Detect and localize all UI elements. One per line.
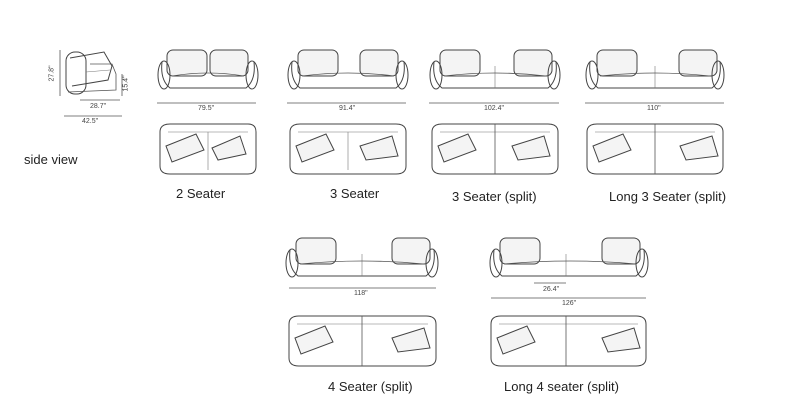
two-seater-front-view: [157, 49, 259, 104]
two-seater-top-view: [159, 123, 257, 175]
long-four-seater-split-width-dimension: 126": [562, 300, 577, 307]
side-seat-depth-dimension: 28.7": [90, 103, 107, 110]
three-seater-top-view: [289, 123, 407, 175]
three-seater-label: 3 Seater: [330, 186, 380, 201]
long-four-seater-split-label: Long 4 seater (split): [504, 379, 619, 394]
three-seater-split-label: 3 Seater (split): [452, 189, 537, 204]
three-seater-split-top-view: [431, 123, 559, 175]
long-three-seater-split-front-view: [585, 49, 725, 104]
side-view-label: side view: [24, 152, 78, 167]
side-seat-height-dimension: 15.4": [122, 75, 130, 92]
side-view-drawing: [59, 50, 123, 117]
long-three-seater-split-top-view: [586, 123, 724, 175]
long-four-seater-split-front-view: [489, 237, 649, 299]
three-seater-width-dimension: 91.4": [339, 105, 356, 112]
two-seater-width-dimension: 79.5": [198, 105, 215, 112]
long-three-seater-split-width-dimension: 110": [647, 105, 661, 112]
three-seater-front-view: [287, 49, 409, 104]
long-four-seater-split-seat-dimension: 26.4": [543, 286, 560, 293]
side-depth-dimension: 42.5": [82, 118, 99, 125]
four-seater-split-top-view: [288, 315, 437, 367]
four-seater-split-label: 4 Seater (split): [328, 379, 413, 394]
three-seater-split-width-dimension: 102.4": [484, 105, 505, 112]
two-seater-label: 2 Seater: [176, 186, 226, 201]
long-four-seater-split-top-view: [490, 315, 647, 367]
long-three-seater-split-label: Long 3 Seater (split): [609, 189, 727, 204]
four-seater-split-width-dimension: 118": [354, 290, 368, 297]
side-height-dimension: 27.8": [48, 65, 56, 82]
four-seater-split-front-view: [285, 237, 439, 289]
three-seater-split-front-view: [429, 49, 561, 104]
